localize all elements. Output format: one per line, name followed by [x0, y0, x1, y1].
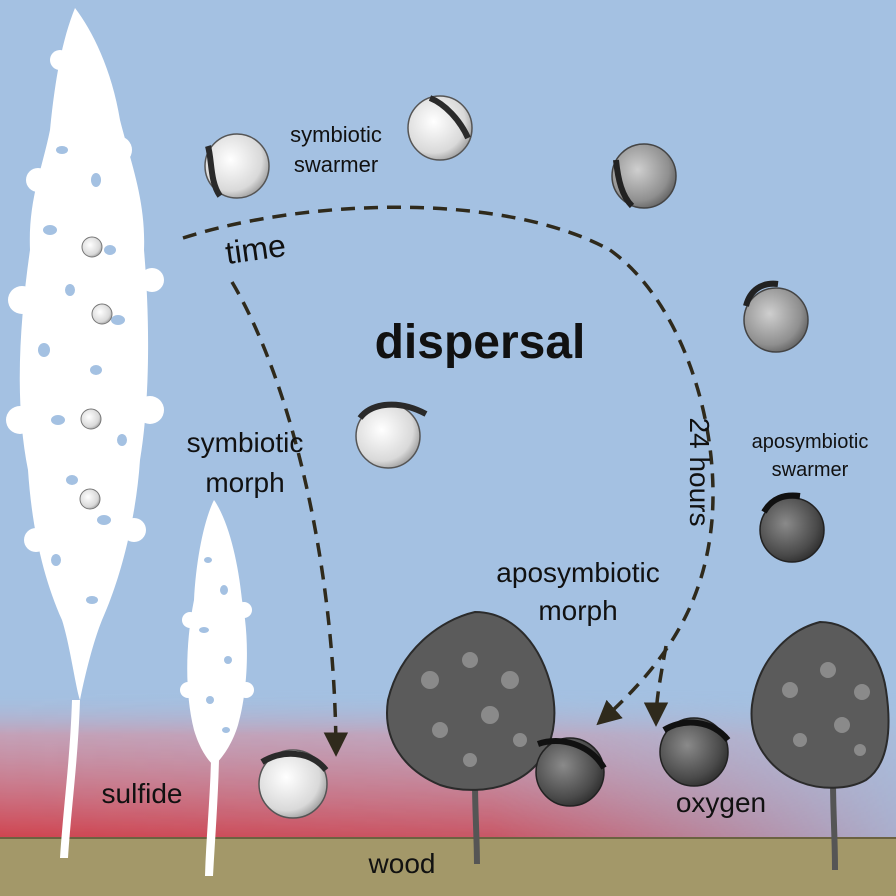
swarmer-cell-icon	[759, 492, 825, 563]
time-arc	[182, 205, 715, 757]
swarmer-cell-icon	[407, 95, 473, 161]
time-arc-line	[182, 205, 611, 252]
symbiotic-morph-label-1: symbiotic	[187, 427, 304, 458]
aposymbiotic-morph-label-1: aposymbiotic	[496, 557, 659, 588]
dark-colony-icon	[750, 620, 890, 870]
white-colony-icon	[6, 8, 164, 858]
aposymbiotic-morph-label-2: morph	[538, 595, 617, 626]
symbiotic-morph-label-2: morph	[205, 467, 284, 498]
symbiotic-settlement-arrow	[230, 281, 349, 757]
aposymbiotic-arc	[596, 248, 715, 726]
swarmer-cell-icon	[659, 717, 731, 787]
swarmer-cell-icon	[258, 749, 329, 819]
swarmer-cell-icon	[204, 133, 270, 199]
symbiotic-swarmer-label-2: swarmer	[294, 152, 378, 177]
time-label: time	[223, 227, 288, 271]
sulfide-label: sulfide	[102, 778, 183, 809]
wood-label: wood	[368, 848, 436, 879]
white-colony-icon	[180, 500, 254, 876]
aposymbiotic-branch-arrow	[643, 645, 669, 727]
duration-label: 24 hours	[684, 418, 715, 527]
colony-holes	[38, 146, 127, 604]
swarmer-cell-icon	[535, 737, 607, 807]
aposymbiotic-swarmer-label-2: swarmer	[772, 459, 849, 481]
symbiotic-swarmer-label-1: symbiotic	[290, 122, 382, 147]
embedded-swarmers	[79, 236, 113, 510]
colony-holes	[199, 557, 232, 733]
dark-colony-icon	[386, 610, 556, 864]
aposymbiotic-swarmer-label-1: aposymbiotic	[752, 431, 869, 453]
center-dispersal-label: dispersal	[375, 316, 586, 369]
swarmer-cell-icon	[743, 280, 809, 353]
wood-substrate	[0, 838, 896, 896]
swarmer-cell-icon	[611, 143, 677, 209]
oxygen-label: oxygen	[676, 787, 766, 818]
swarmer-cell-icon	[355, 401, 428, 469]
